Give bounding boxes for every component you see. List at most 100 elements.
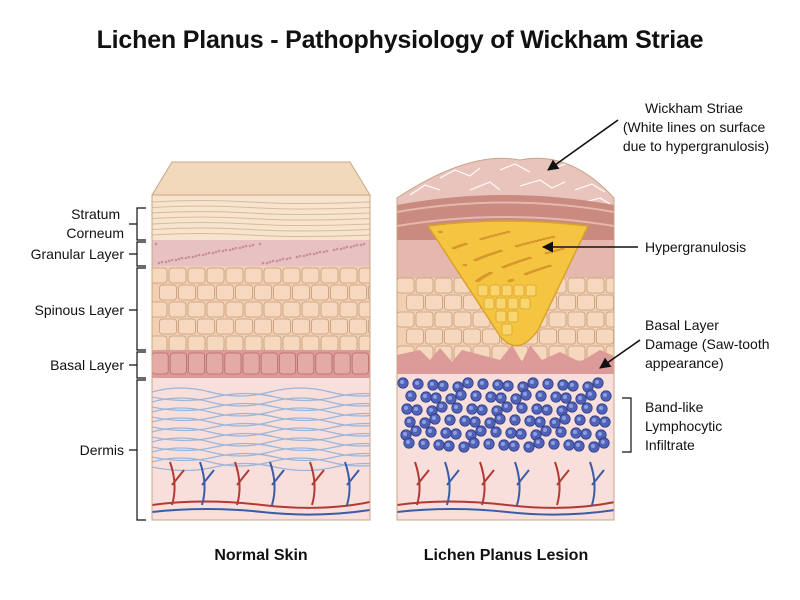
granule [281, 257, 285, 261]
corneum-line [152, 222, 370, 226]
normal-skin-panel [151, 161, 371, 521]
basal-cell [278, 352, 296, 375]
lymphocyte-nucleus-highlight [595, 380, 599, 384]
lymphocyte [469, 416, 481, 428]
granular-cell [519, 297, 531, 310]
keratohyalin-granule [552, 249, 557, 253]
keratohyalin-granule [486, 235, 492, 239]
granule [295, 255, 299, 259]
hypergranulosis-granules [437, 230, 565, 283]
vein [152, 508, 370, 516]
basal-cell [187, 352, 205, 375]
lymphocyte [505, 427, 517, 439]
lymphocyte [404, 416, 416, 428]
keratohyalin-granule [514, 244, 520, 248]
granule [322, 250, 326, 254]
keratohyalin-granule [533, 239, 539, 243]
spinous-cell [558, 294, 576, 311]
spinous-cell [539, 328, 557, 345]
lymphocyte [485, 391, 497, 403]
spinous-cell [206, 301, 225, 318]
lymphocytic-infiltrate-cells [397, 377, 612, 453]
spinous-cell [434, 311, 453, 328]
lymphocyte-nucleus-highlight [520, 384, 524, 388]
lymphocyte [440, 427, 452, 439]
lymphocyte [523, 441, 535, 453]
lymphocyte [468, 437, 480, 449]
granule [339, 247, 343, 251]
normal-basal-cells [152, 352, 369, 375]
granule [318, 250, 322, 254]
wickham-striae-line [439, 167, 481, 179]
caption-normal-skin: Normal Skin [214, 547, 307, 564]
granule [177, 257, 181, 261]
basal-cell [224, 352, 242, 375]
lymphocyte-nucleus-highlight [599, 406, 603, 410]
vein-branch [514, 461, 530, 506]
lymphocyte [599, 416, 611, 428]
vein-branch [589, 461, 605, 506]
lymphocyte-nucleus-highlight [537, 419, 541, 423]
granular-cell [489, 284, 501, 297]
artery [397, 500, 614, 509]
granule [362, 242, 366, 246]
basal-cell [351, 352, 369, 375]
granule [352, 244, 356, 248]
lymphocyte [444, 414, 456, 426]
label-lymphocytic-infiltrate: Band-like Lymphocytic Infiltrate [645, 399, 726, 453]
lymphocyte-nucleus-highlight [512, 417, 516, 421]
spinous-cell [225, 335, 244, 352]
lymphocyte-nucleus-highlight [407, 419, 411, 423]
spinous-cell [320, 335, 339, 352]
granule [160, 260, 164, 264]
lymphocyte [557, 379, 569, 391]
corneum-line [152, 205, 370, 210]
lymphocyte [490, 426, 502, 438]
spinous-cell [349, 284, 367, 301]
granule [335, 247, 339, 251]
spinous-cell [406, 328, 424, 345]
spinous-cell [358, 301, 370, 318]
keratohyalin-granule [462, 263, 468, 267]
wickham-striae-line [469, 181, 501, 191]
spinous-cell [225, 301, 244, 318]
lymphocyte [452, 381, 464, 393]
granule [288, 256, 292, 260]
lymphocyte [459, 415, 471, 427]
lymphocyte [483, 438, 495, 450]
granule [251, 243, 255, 247]
lymphocyte-nucleus-highlight [469, 406, 473, 410]
spinous-cell [244, 267, 263, 284]
granule [187, 255, 191, 259]
spinous-cell [311, 318, 329, 335]
corneum-line [152, 227, 370, 232]
vein-branch [199, 461, 215, 506]
granule [248, 244, 252, 248]
lymphocyte-nucleus-highlight [423, 394, 427, 398]
spinous-cell [168, 267, 187, 284]
granular-cell [495, 297, 507, 310]
lymphocyte-nucleus-highlight [479, 407, 483, 411]
collagen-fiber [152, 442, 370, 452]
granule [197, 253, 201, 257]
lymphocyte-nucleus-highlight [543, 428, 547, 432]
lymphocyte-nucleus-highlight [468, 432, 472, 436]
lymphocyte-nucleus-highlight [497, 416, 501, 420]
lymphocyte [437, 380, 449, 392]
corneum-line [152, 216, 370, 221]
label-spinous-layer: Spinous Layer [34, 302, 124, 318]
keratohyalin-granule [518, 243, 524, 247]
lymphocyte-nucleus-highlight [432, 416, 436, 420]
lymphocyte-nucleus-highlight [576, 443, 580, 447]
spinous-cell [178, 318, 196, 335]
collagen-fiber [152, 462, 370, 472]
lymphocyte [412, 378, 424, 390]
lymphocyte [418, 438, 430, 450]
lymphocyte [470, 390, 482, 402]
spinous-cell [320, 301, 339, 318]
keratohyalin-granule [527, 256, 532, 260]
lymphocyte-nucleus-highlight [603, 393, 607, 397]
lymphocyte-nucleus-highlight [473, 393, 477, 397]
granule [167, 259, 171, 263]
lymphocyte [403, 437, 415, 449]
